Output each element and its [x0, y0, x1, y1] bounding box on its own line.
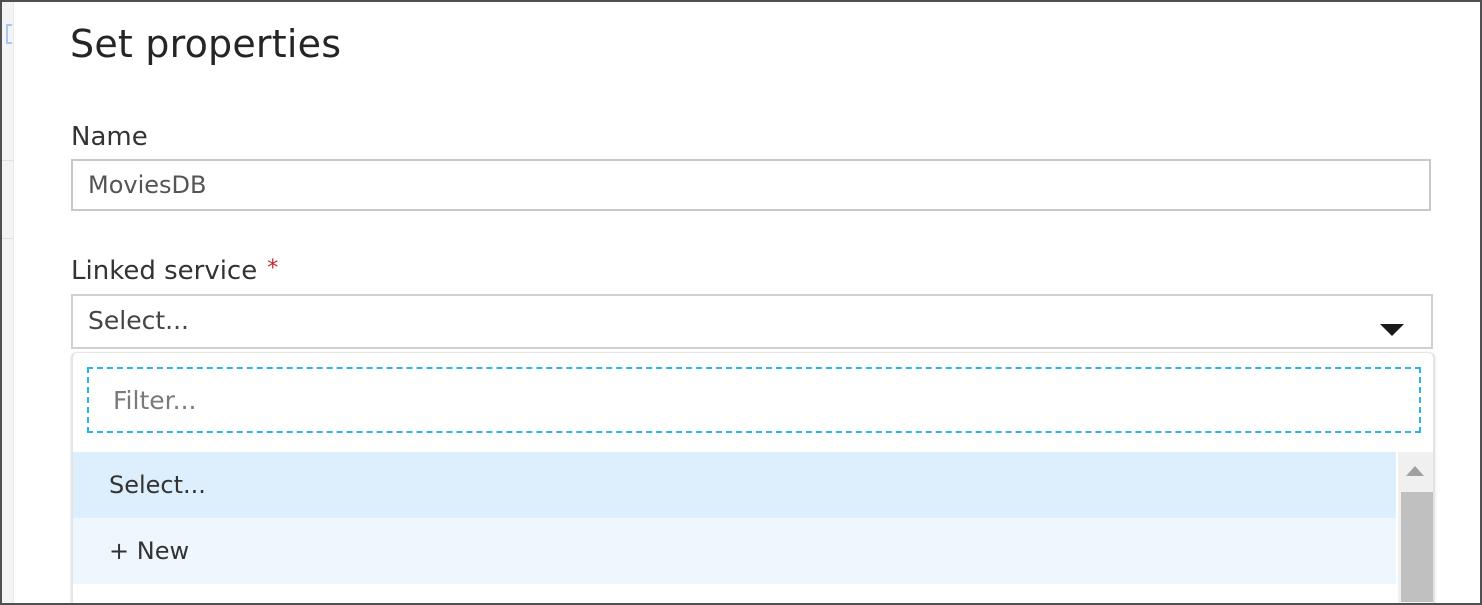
background-pane-edge [2, 2, 14, 603]
divider [2, 160, 13, 161]
scroll-up-arrow-icon[interactable] [1406, 466, 1424, 476]
name-label: Name [71, 122, 148, 152]
set-properties-panel: Set properties Name MoviesDB Linked serv… [14, 2, 1480, 603]
linked-service-dropdown: Select... + New [71, 352, 1435, 603]
linked-service-label: Linked service * [71, 256, 278, 286]
scrollbar-thumb[interactable] [1401, 492, 1433, 602]
document-icon [6, 24, 12, 44]
divider [2, 238, 13, 239]
caret-down-icon[interactable] [1380, 324, 1404, 336]
name-input[interactable]: MoviesDB [71, 159, 1431, 211]
options-list: Select... + New [73, 452, 1396, 584]
option-select[interactable]: Select... [73, 452, 1396, 518]
options-scrollbar[interactable] [1398, 452, 1433, 603]
linked-service-select[interactable]: Select... [71, 294, 1433, 349]
filter-input[interactable] [87, 367, 1421, 433]
linked-service-label-text: Linked service [71, 256, 258, 286]
option-new[interactable]: + New [73, 518, 1396, 584]
page-title: Set properties [70, 22, 342, 66]
linked-service-selected-value: Select... [88, 306, 189, 335]
required-marker: * [267, 256, 279, 281]
